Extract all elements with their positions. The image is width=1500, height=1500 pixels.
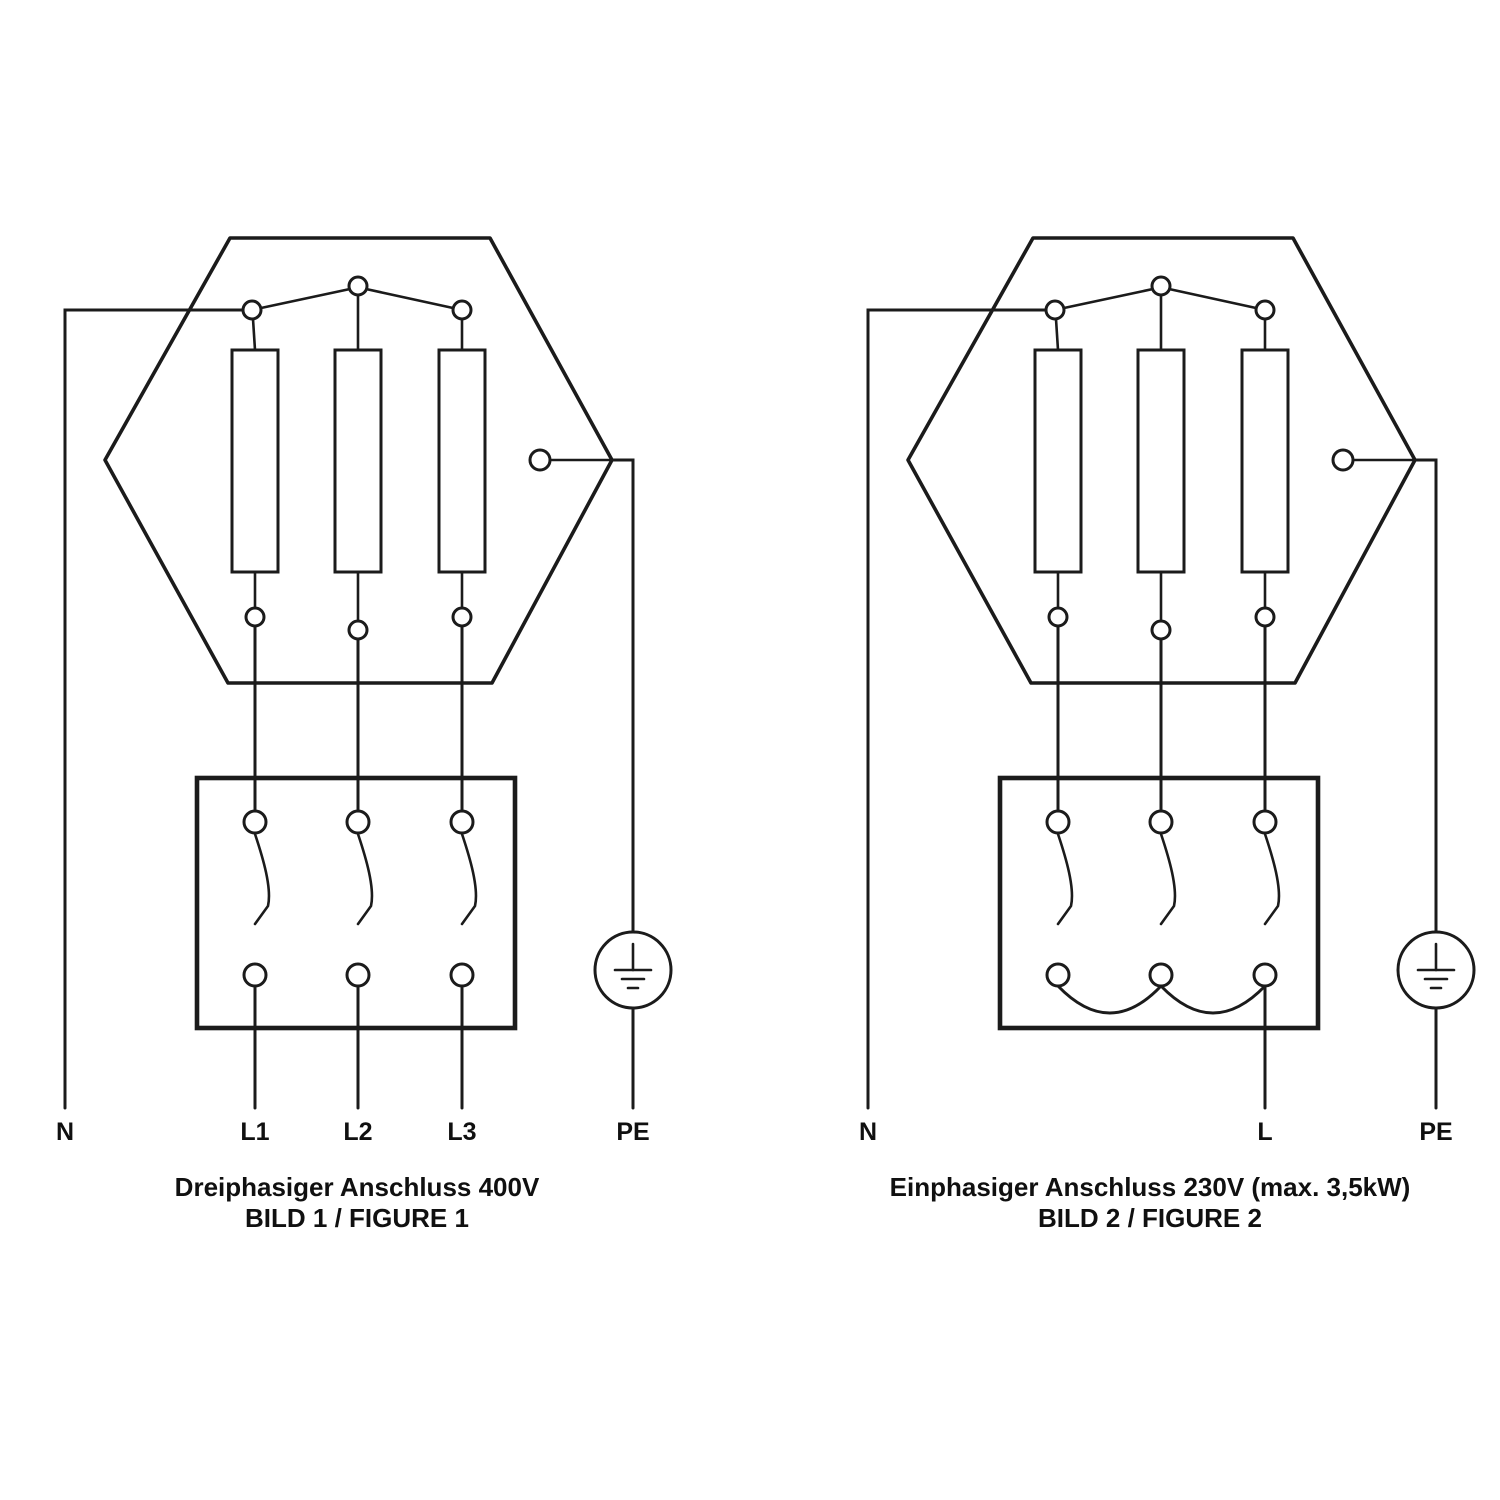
fig2-label-pe: PE bbox=[1419, 1118, 1452, 1146]
fig2-bottom-bridge-wire-1 bbox=[1056, 984, 1163, 1015]
fig2-block-top-terminal-1 bbox=[1045, 809, 1071, 835]
fig2-element-bottom-terminal-1 bbox=[1047, 606, 1069, 628]
fig1-element-bottom-terminal-1 bbox=[244, 606, 266, 628]
fig2-element-bottom-terminal-2 bbox=[1150, 619, 1172, 641]
fig1-caption-line1: Dreiphasiger Anschluss 400V bbox=[175, 1172, 540, 1202]
fig1-block-top-terminal-3 bbox=[449, 809, 475, 835]
fig1-star-terminal-left bbox=[241, 299, 263, 321]
fig2-label-n: N bbox=[859, 1118, 877, 1146]
fig1-label-l3: L3 bbox=[447, 1118, 476, 1146]
fig1-switch-blade-1 bbox=[253, 832, 271, 926]
fig1-caption-line2: BILD 1 / FIGURE 1 bbox=[245, 1203, 469, 1233]
fig2-caption-line1: Einphasiger Anschluss 230V (max. 3,5kW) bbox=[890, 1172, 1411, 1202]
fig1-neutral-wire bbox=[63, 308, 245, 1110]
fig1-housing-outline bbox=[103, 236, 614, 685]
fig2-terminal-block bbox=[997, 775, 1321, 1031]
fig2-neutral-wire bbox=[866, 308, 1048, 1110]
fig2-element-bottom-terminal-3 bbox=[1254, 606, 1276, 628]
fig1-element-bottom-terminal-3 bbox=[451, 606, 473, 628]
fig1-label-n: N bbox=[56, 1118, 74, 1146]
fig1-element-top-stub-1 bbox=[251, 317, 257, 352]
fig2-star-terminal-right bbox=[1254, 299, 1276, 321]
fig1-label-pe: PE bbox=[616, 1118, 649, 1146]
fig2-block-bottom-terminal-3 bbox=[1252, 962, 1278, 988]
fig2-heating-element-1 bbox=[1033, 348, 1083, 574]
fig2-star-bridge-right-wire bbox=[1167, 287, 1258, 310]
fig1-heating-element-2 bbox=[333, 348, 383, 574]
fig1-star-bridge-left-wire bbox=[259, 287, 352, 310]
figure-2-single-phase: N L PE Einphasiger Anschluss 230V (max. … bbox=[859, 236, 1476, 1233]
fig2-caption-line2: BILD 2 / FIGURE 2 bbox=[1038, 1203, 1262, 1233]
figure-1-three-phase: N L1 L2 L3 PE Dreiphasiger Anschluss 400… bbox=[56, 236, 673, 1233]
fig1-label-l1: L1 bbox=[240, 1118, 269, 1146]
fig2-block-bottom-terminal-1 bbox=[1045, 962, 1071, 988]
fig1-switch-blade-3 bbox=[460, 832, 478, 926]
fig2-switch-blade-2 bbox=[1159, 832, 1177, 926]
fig1-element-bottom-terminal-2 bbox=[347, 619, 369, 641]
fig2-housing-outline bbox=[906, 236, 1417, 685]
fig1-star-terminal-right bbox=[451, 299, 473, 321]
fig1-heating-element-3 bbox=[437, 348, 487, 574]
fig1-block-top-terminal-1 bbox=[242, 809, 268, 835]
fig1-star-terminal-center bbox=[347, 275, 369, 297]
fig2-star-terminal-center bbox=[1150, 275, 1172, 297]
fig1-terminal-block bbox=[194, 775, 518, 1031]
fig1-pe-terminal bbox=[528, 448, 552, 472]
fig1-heating-element-1 bbox=[230, 348, 280, 574]
fig2-heating-element-2 bbox=[1136, 348, 1186, 574]
fig2-bottom-bridge-wire-2 bbox=[1159, 984, 1267, 1015]
fig2-block-bottom-terminal-2 bbox=[1148, 962, 1174, 988]
fig2-pe-terminal bbox=[1331, 448, 1355, 472]
fig2-switch-blade-3 bbox=[1263, 832, 1281, 926]
fig1-block-bottom-terminal-3 bbox=[449, 962, 475, 988]
fig2-label-l: L bbox=[1257, 1118, 1272, 1146]
fig1-star-bridge-right-wire bbox=[364, 287, 455, 310]
fig2-heating-element-3 bbox=[1240, 348, 1290, 574]
fig2-element-top-stub-1 bbox=[1054, 317, 1060, 352]
fig2-pe-wire-upper bbox=[1413, 458, 1438, 934]
fig1-pe-wire-upper bbox=[610, 458, 635, 934]
fig2-block-top-terminal-2 bbox=[1148, 809, 1174, 835]
fig1-block-bottom-terminal-1 bbox=[242, 962, 268, 988]
fig2-block-top-terminal-3 bbox=[1252, 809, 1278, 835]
fig1-switch-blade-2 bbox=[356, 832, 374, 926]
fig1-ground-symbol bbox=[593, 930, 673, 1010]
fig1-block-bottom-terminal-2 bbox=[345, 962, 371, 988]
fig1-block-top-terminal-2 bbox=[345, 809, 371, 835]
fig2-star-terminal-left bbox=[1044, 299, 1066, 321]
fig1-label-l2: L2 bbox=[343, 1118, 372, 1146]
fig2-switch-blade-1 bbox=[1056, 832, 1074, 926]
fig2-ground-symbol bbox=[1396, 930, 1476, 1010]
fig2-star-bridge-left-wire bbox=[1062, 287, 1155, 310]
